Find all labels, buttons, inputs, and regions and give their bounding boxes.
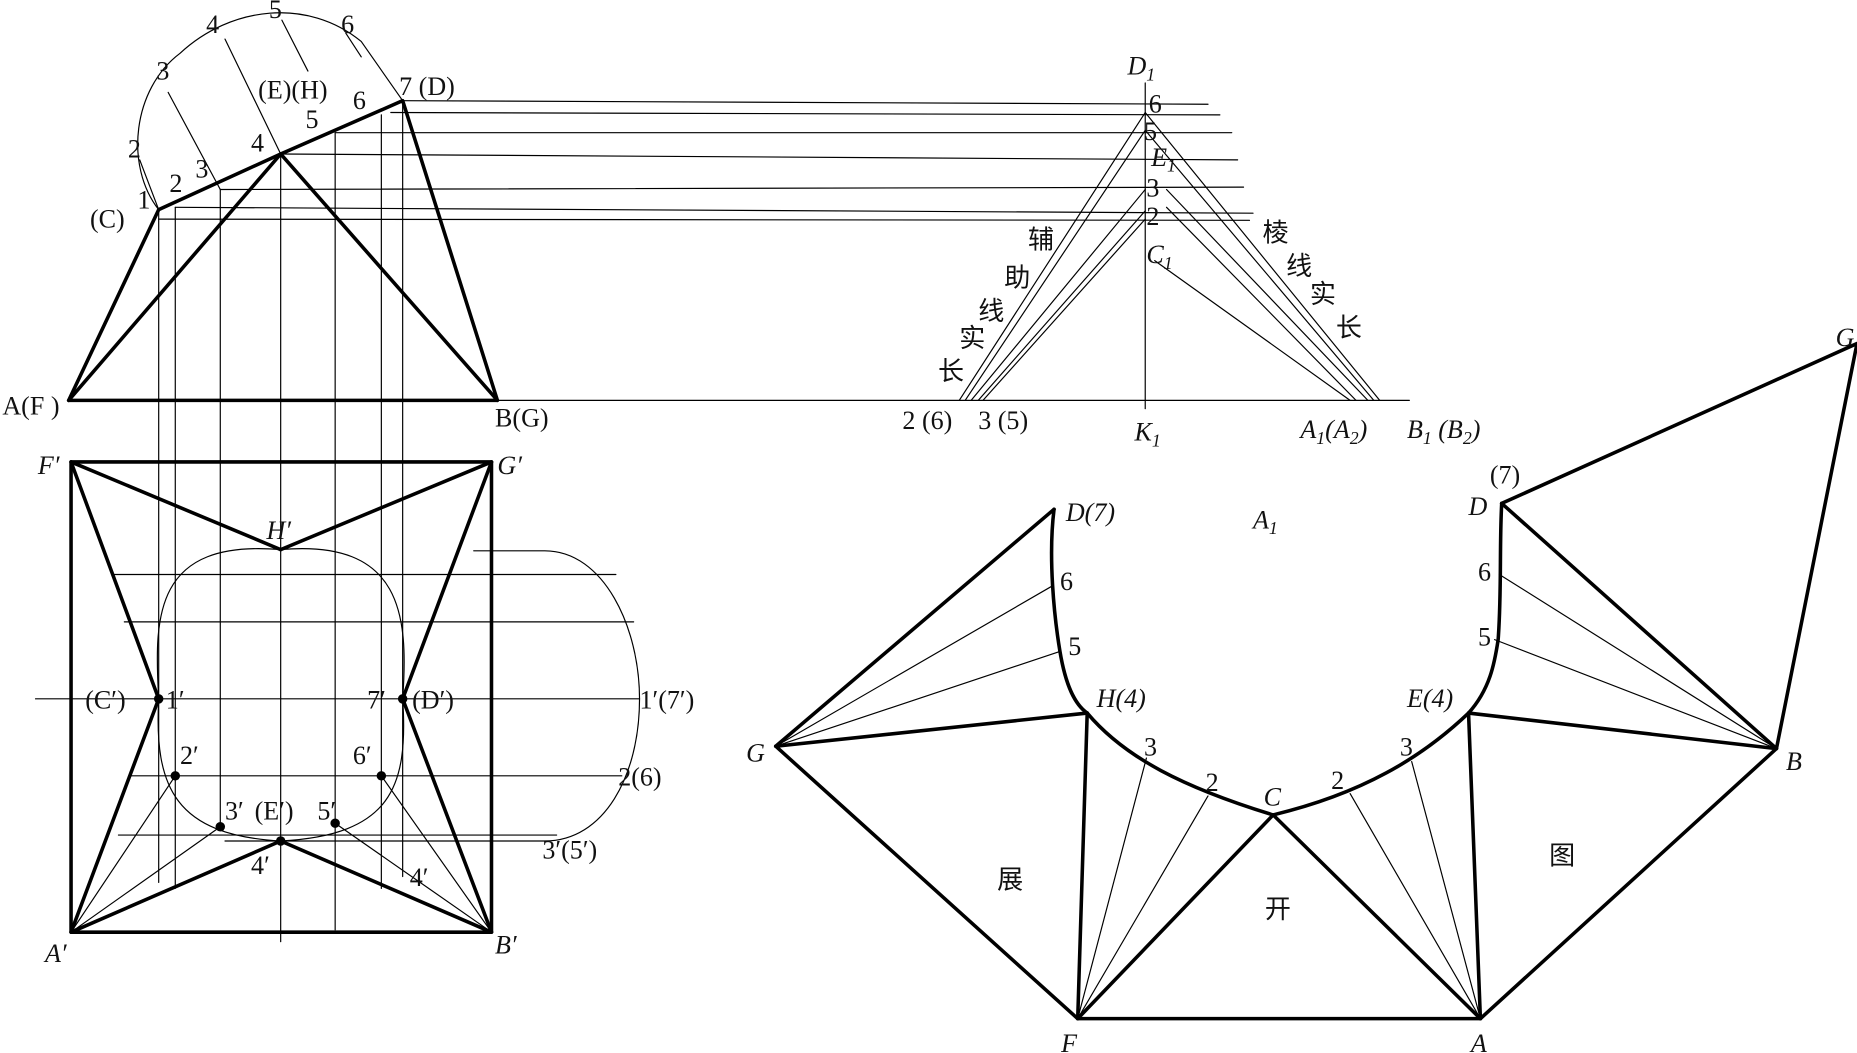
top-view <box>34 460 641 934</box>
label-7-prime: 7′ <box>367 685 386 714</box>
label-a1-a2: A1(A2) <box>1298 415 1367 448</box>
dev-fan-lines <box>775 573 1778 1020</box>
label-a-prime: A′ <box>43 939 68 968</box>
label-dev-r6: 6 <box>1478 557 1491 586</box>
label-dev-7-right: (7) <box>1490 460 1520 489</box>
tl-right-caption-2: 线 <box>1286 252 1312 282</box>
dev-caption-1: 展 <box>997 865 1023 895</box>
label-in-6: 6 <box>353 86 366 115</box>
label-c-prime: (C′) <box>85 685 125 714</box>
label-e-prime: (E′) <box>255 797 294 826</box>
top-frame <box>69 460 494 934</box>
tl-right-caption-4: 长 <box>1336 313 1362 343</box>
label-arc-4: 4 <box>206 10 219 39</box>
label-dev-r3: 3 <box>1400 733 1413 762</box>
tl-left-caption-1: 辅 <box>1028 226 1054 256</box>
label-e1: E1 <box>1150 143 1176 176</box>
dev-inner-curve <box>1049 501 1504 817</box>
front-helper-arc <box>137 12 404 211</box>
tl-left-caption-2: 助 <box>1004 264 1030 294</box>
tl-left-caption-4: 实 <box>959 324 985 354</box>
label-d-prime: (D′) <box>412 685 454 714</box>
dev-caption-3: 图 <box>1549 842 1575 872</box>
label-base-26: 2 (6) <box>902 406 952 435</box>
label-arc-2: 2 <box>128 135 141 164</box>
label-tl-6: 6 <box>1149 90 1162 119</box>
label-c: (C) <box>90 204 125 233</box>
tl-right-caption-3: 实 <box>1310 280 1336 310</box>
label-in-3: 3 <box>195 155 208 184</box>
label-b-g: B(G) <box>495 403 549 432</box>
tl-right-caption-1: 棱 <box>1262 219 1288 249</box>
label-b1-b2: B1 (B2) <box>1407 415 1480 448</box>
label-dev-d-right: D <box>1468 492 1488 521</box>
horizontal-projectors <box>158 100 1410 401</box>
label-b-prime: B′ <box>495 931 518 960</box>
label-tl-3: 3 <box>1146 174 1159 203</box>
label-k1: K1 <box>1134 418 1161 451</box>
tl-left-lines <box>958 111 1146 401</box>
label-in-2: 2 <box>169 169 182 198</box>
label-r-17: 1′(7′) <box>640 685 695 714</box>
dev-caption-2: 开 <box>1265 895 1291 925</box>
tl-right-lines <box>1144 111 1381 401</box>
label-5-prime: 5′ <box>317 797 336 826</box>
label-dev-l2: 2 <box>1206 768 1219 797</box>
label-arc-3: 3 <box>156 56 169 85</box>
label-dev-g-right: G <box>1836 323 1855 352</box>
label-a-f: A(F ) <box>2 392 59 421</box>
label-1-prime: 1′ <box>166 685 185 714</box>
label-dev-l6: 6 <box>1060 567 1073 596</box>
label-dev-r2: 2 <box>1331 766 1344 795</box>
label-dev-l5: 5 <box>1068 632 1081 661</box>
label-tl-5: 5 <box>1144 117 1157 146</box>
front-arc-radials <box>139 19 362 211</box>
top-fan-a <box>70 698 282 933</box>
label-dev-c: C <box>1264 782 1282 811</box>
label-in-5: 5 <box>306 105 319 134</box>
label-arc-6: 6 <box>341 10 354 39</box>
label-arc-5: 5 <box>269 0 282 24</box>
label-dev-g-left: G <box>746 739 765 768</box>
label-tl-2: 2 <box>1146 202 1159 231</box>
label-dev-h4: H(4) <box>1096 684 1146 713</box>
label-dev-f: F <box>1060 1029 1078 1053</box>
label-dev-a1: A1 <box>1251 505 1278 538</box>
label-h-prime: H′ <box>265 516 292 545</box>
true-length-view <box>958 82 1381 410</box>
label-7-d: 7 (D) <box>399 72 455 101</box>
top-points <box>153 694 408 846</box>
label-4-prime-b: 4′ <box>410 863 429 892</box>
tl-left-caption-3: 线 <box>978 297 1004 327</box>
label-dev-l3: 3 <box>1144 733 1157 762</box>
label-2-prime: 2′ <box>180 741 199 770</box>
label-c1: C1 <box>1146 240 1172 273</box>
development-view <box>773 341 1857 1021</box>
label-3-prime: 3′ <box>225 797 244 826</box>
label-g-prime: G′ <box>497 451 523 480</box>
label-6-prime: 6′ <box>353 741 372 770</box>
label-dev-r5: 5 <box>1478 623 1491 652</box>
label-e-h: (E)(H) <box>258 75 327 104</box>
label-r-35: 3′(5′) <box>542 836 597 865</box>
label-dev-b: B <box>1786 747 1802 776</box>
top-fan-b <box>280 698 493 933</box>
top-horizontals <box>34 573 641 836</box>
label-dev-a: A <box>1469 1029 1487 1053</box>
label-base-35: 3 (5) <box>978 406 1028 435</box>
label-f-prime: F′ <box>37 451 61 480</box>
label-r-26: 2(6) <box>618 762 661 791</box>
label-in-4: 4 <box>251 129 264 158</box>
label-4-prime-a: 4′ <box>251 851 270 880</box>
label-dev-e4: E(4) <box>1406 684 1453 713</box>
label-d1: D1 <box>1126 52 1155 85</box>
label-arc-1: 1 <box>137 185 150 214</box>
tl-left-caption-5: 长 <box>938 357 964 387</box>
label-dev-d7-left: D(7) <box>1065 498 1115 527</box>
